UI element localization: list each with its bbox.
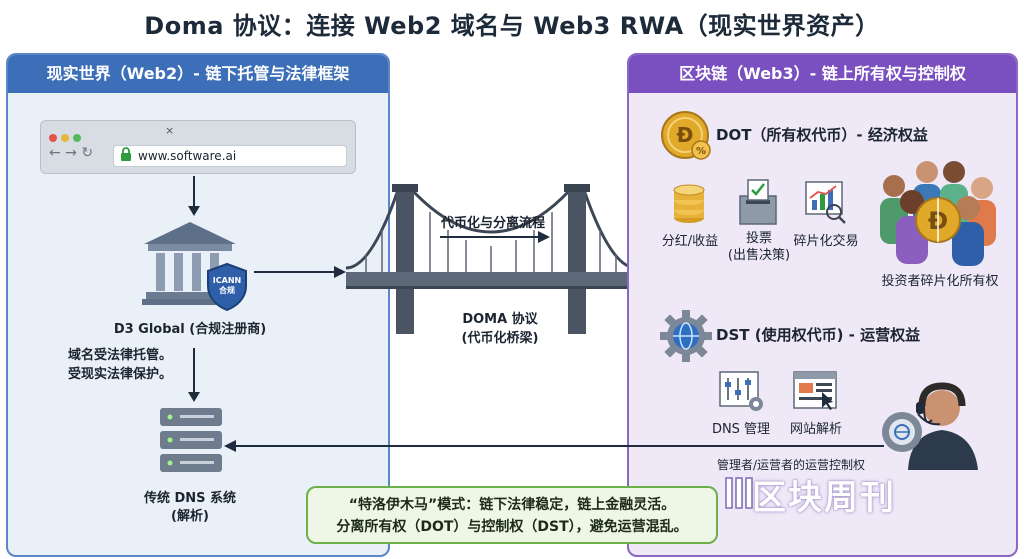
protocol-label: DOMA 协议 (代币化桥梁) xyxy=(430,310,570,348)
bridge-icon xyxy=(346,184,636,334)
legal-note: 域名受法律托管。 受现实法律保护。 xyxy=(68,346,172,384)
dns-manage-label: DNS 管理 xyxy=(711,422,771,437)
operator-label: 管理者/运营者的运营控制权 xyxy=(716,458,866,472)
icann-badge-line-1: ICANN xyxy=(212,276,242,285)
legal-note-line-2: 受现实法律保护。 xyxy=(68,367,173,382)
vote-label-line-2: (出售决策) xyxy=(727,248,791,263)
trojan-horse-note: “特洛伊木马”模式：链下法律稳定，链上金融灵活。 分离所有权（DOT）与控制权（… xyxy=(306,486,718,544)
address-bar: www.software.ai xyxy=(113,145,347,167)
dst-gear-globe-icon xyxy=(660,310,712,362)
dns-label-line-1: 传统 DNS 系统 xyxy=(143,491,237,506)
fragment-trading-label: 碎片化交易 xyxy=(793,234,859,249)
dns-settings-icon xyxy=(719,371,763,411)
watermark-logo-icon xyxy=(725,477,753,509)
dot-title: DOT（所有权代币）- 经济权益 xyxy=(716,126,928,144)
url-text: www.software.ai xyxy=(138,149,237,163)
web2-panel-header: 现实世界（Web2）- 链下托管与法律框架 xyxy=(8,55,388,93)
ballot-box-icon xyxy=(739,179,777,225)
dns-label-line-2: (解析) xyxy=(171,509,209,524)
nav-arrows-icon: ← → ↻ xyxy=(49,145,94,161)
dot-coin-icon: Đ % xyxy=(661,111,711,160)
icann-badge-text: ICANN 合规 xyxy=(206,276,248,296)
coins-icon xyxy=(673,184,705,223)
dividend-label: 分红/收益 xyxy=(661,234,719,249)
website-icon xyxy=(793,371,837,410)
vote-label: 投票 (出售决策) xyxy=(716,230,802,264)
page-title: Doma 协议：连接 Web2 域名与 Web3 RWA（现实世界资产） xyxy=(144,12,880,40)
dst-title: DST (使用权代币) - 运营权益 xyxy=(716,326,921,344)
watermark: 区块周刊 xyxy=(752,478,896,518)
svg-text:%: % xyxy=(696,146,706,157)
svg-text:Đ: Đ xyxy=(677,123,694,147)
dns-label: 传统 DNS 系统 (解析) xyxy=(100,490,280,526)
investors-label: 投资者碎片化所有权 xyxy=(881,274,999,289)
web3-panel-header: 区块链（Web3）- 链上所有权与控制权 xyxy=(629,55,1016,93)
window-controls xyxy=(49,127,85,146)
flow-label: 代币化与分离流程 xyxy=(440,216,545,231)
arrow-right-icon xyxy=(254,266,346,278)
chart-trading-icon xyxy=(805,181,846,224)
site-resolve-label: 网站解析 xyxy=(789,422,842,437)
icann-shield-icon xyxy=(207,262,247,312)
maximize-dot-icon xyxy=(73,134,81,142)
arrow-down-icon-2 xyxy=(188,348,200,402)
arrow-left-icon xyxy=(224,440,884,452)
flow-arrow-icon xyxy=(440,231,550,243)
lock-icon xyxy=(120,146,132,168)
investors-group-icon: Đ xyxy=(880,161,996,266)
protocol-label-line-2: (代币化桥梁) xyxy=(461,331,539,346)
minimize-dot-icon xyxy=(61,134,69,142)
dns-server-icon xyxy=(160,408,222,472)
note-line-1: “特洛伊木马”模式：链下法律稳定，链上金融灵活。 xyxy=(348,497,676,513)
icann-badge-line-2: 合规 xyxy=(219,286,235,295)
note-line-2: 分离所有权（DOT）与控制权（DST），避免运营混乱。 xyxy=(336,519,688,535)
tab-close-icon: × xyxy=(165,124,175,137)
vote-label-line-1: 投票 xyxy=(745,231,772,246)
close-dot-icon xyxy=(49,134,57,142)
protocol-label-line-1: DOMA 协议 xyxy=(462,312,538,327)
legal-note-line-1: 域名受法律托管。 xyxy=(68,348,173,363)
browser-window: × ← → ↻ www.software.ai xyxy=(40,120,356,174)
operator-person-icon xyxy=(882,382,978,470)
arrow-down-icon xyxy=(188,176,200,216)
registrar-label: D3 Global (合规注册商) xyxy=(113,322,267,337)
